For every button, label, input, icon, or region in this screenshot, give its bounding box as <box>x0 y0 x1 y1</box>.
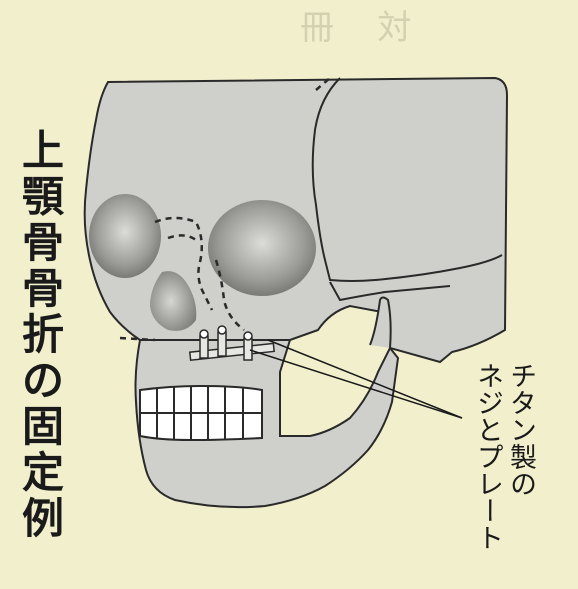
title-char: 例 <box>12 496 74 542</box>
title-char: の <box>12 358 74 404</box>
title-char: 骨 <box>12 266 74 312</box>
callout-label-line2: ネジとプレート <box>472 362 502 551</box>
left-orbit <box>89 194 161 278</box>
title-char: 骨 <box>12 220 74 266</box>
title-char: 上 <box>12 128 74 174</box>
title-char: 固 <box>12 404 74 450</box>
callout-label-line1: チタン製の <box>505 362 535 497</box>
teeth <box>140 386 262 440</box>
title-char: 定 <box>12 450 74 496</box>
right-orbit <box>208 200 316 296</box>
figure-title: 上 顎 骨 骨 折 の 固 定 例 <box>12 128 74 542</box>
title-char: 顎 <box>12 174 74 220</box>
title-char: 折 <box>12 312 74 358</box>
